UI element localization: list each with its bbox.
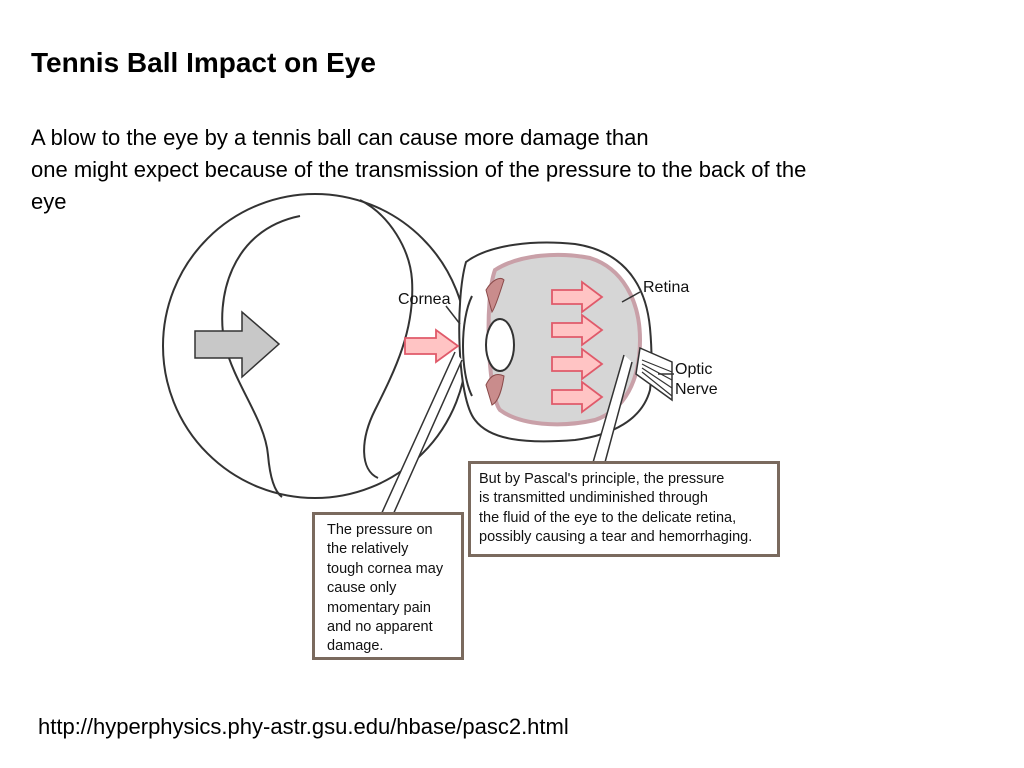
callout-line: But by Pascal's principle, the pressure — [479, 471, 725, 487]
retina-callout: But by Pascal's principle, the pressure … — [468, 461, 780, 557]
retina-label-leader — [621, 291, 641, 303]
ball-impact-arrow — [194, 310, 281, 379]
intro-line: one might expect because of the transmis… — [31, 157, 807, 182]
cornea — [462, 295, 473, 397]
pressure-arrow — [551, 313, 604, 347]
callout-line: the relatively — [327, 541, 409, 558]
lens — [485, 318, 515, 372]
pressure-arrow — [551, 347, 604, 381]
optic-nerve-label: Optic Nerve — [675, 360, 718, 400]
callout-line: cause only — [327, 580, 397, 597]
optic-nerve-label-line: Optic — [675, 361, 713, 378]
callout-line: and no apparent — [327, 619, 433, 636]
cornea-label: Cornea — [398, 290, 450, 310]
cornea-label-text: Cornea — [398, 291, 451, 308]
cornea-label-leader — [445, 305, 461, 325]
pressure-arrow-cornea — [404, 328, 460, 364]
callout-line: possibly causing a tear and hemorrhaging… — [479, 529, 753, 546]
optic-nerve-fibers — [641, 359, 673, 397]
intro-line: A blow to the eye by a tennis ball can c… — [31, 125, 649, 150]
callout-line: tough cornea may — [327, 560, 444, 577]
slide-title: Tennis Ball Impact on Eye — [31, 47, 376, 78]
callout-line: the fluid of the eye to the delicate ret… — [479, 509, 737, 526]
retina-label-text: Retina — [643, 279, 690, 296]
callout-line: momentary pain — [327, 599, 431, 616]
callout-line: damage. — [327, 638, 384, 655]
cornea-callout: The pressure on the relatively tough cor… — [312, 512, 464, 660]
iris — [485, 277, 505, 406]
optic-nerve-label-line: Nerve — [675, 381, 718, 398]
pressure-arrow — [551, 280, 604, 314]
callout-line: is transmitted undiminished through — [479, 490, 708, 507]
tennis-ball-seam — [221, 199, 414, 498]
source-url[interactable]: http://hyperphysics.phy-astr.gsu.edu/hba… — [38, 714, 569, 739]
retina-label: Retina — [643, 278, 689, 298]
callout-line: The pressure on — [327, 522, 433, 538]
intro-line: eye — [31, 189, 67, 214]
pressure-arrow — [551, 380, 604, 414]
pressure-arrows — [404, 280, 604, 414]
intro-text: A blow to the eye by a tennis ball can c… — [31, 122, 961, 218]
